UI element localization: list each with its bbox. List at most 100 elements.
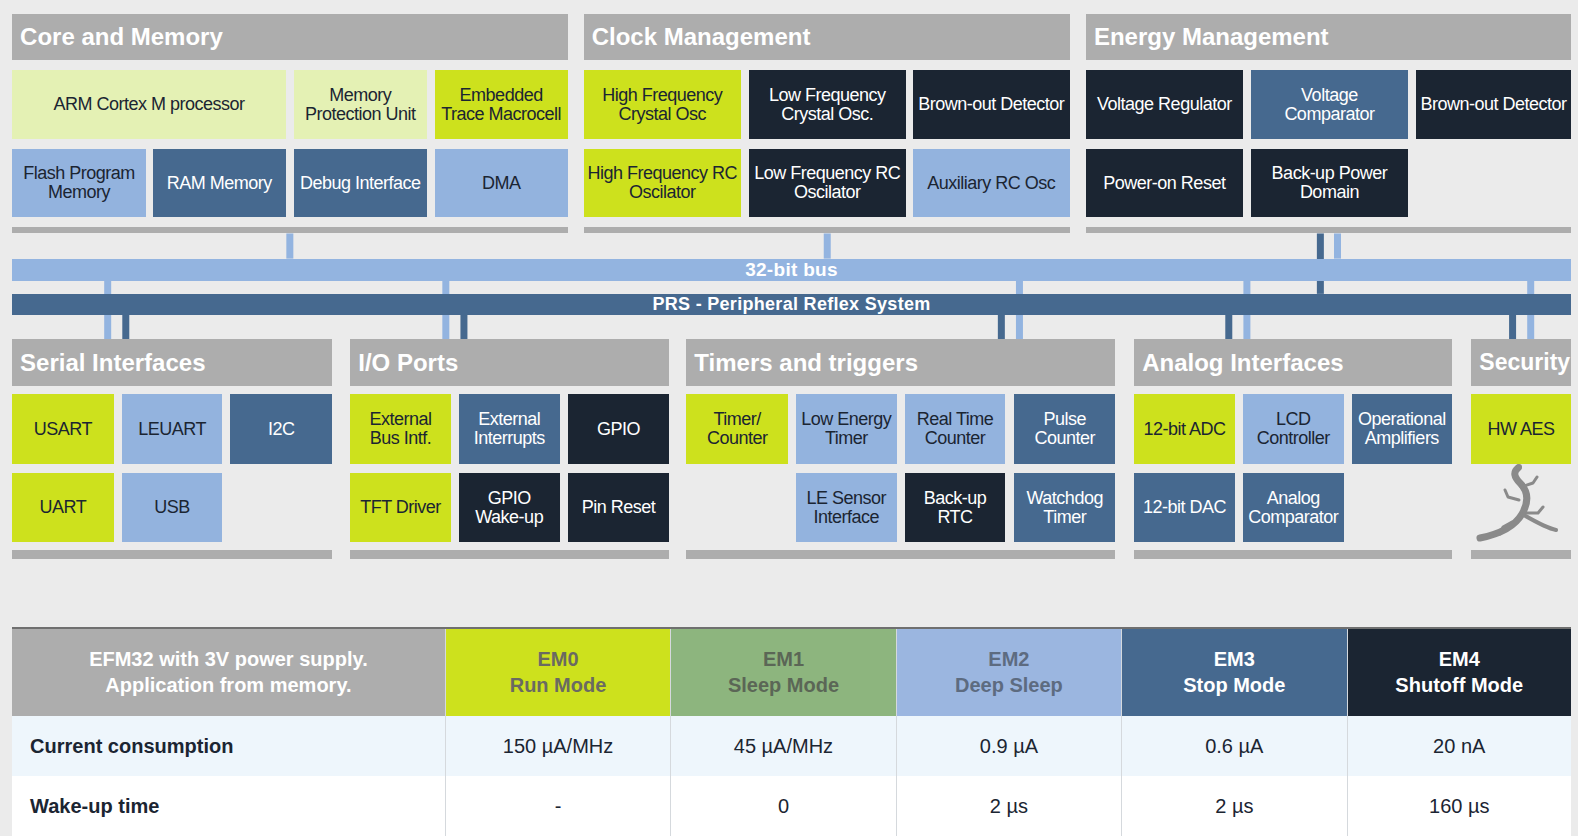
section-panel: Timers and triggersTimer/ CounterLow Ene… xyxy=(686,339,1115,558)
section-heading: Clock Management xyxy=(584,14,1070,60)
section-underline-bar xyxy=(1134,550,1452,558)
peripheral-block: Low Frequency RC Oscilator xyxy=(749,149,906,217)
table-header-text: Shutoff Mode xyxy=(1395,672,1523,698)
peripheral-block: Pin Reset xyxy=(568,473,670,542)
block-label: Analog Comparator xyxy=(1243,489,1344,527)
peripheral-block: LEUART xyxy=(122,394,223,463)
peripheral-block: Real Time Counter xyxy=(905,394,1006,463)
block-label: LE Sensor Interface xyxy=(796,489,897,527)
table-header-text: Deep Sleep xyxy=(955,672,1063,698)
peripheral-block: RAM Memory xyxy=(153,149,286,217)
peripheral-block: Embedded Trace Macrocell xyxy=(435,70,568,138)
block-label: Brown-out Detector xyxy=(913,95,1070,114)
table-header-text: EM2 xyxy=(988,646,1029,672)
block-label: I2C xyxy=(230,420,332,439)
block-label: Watchdog Timer xyxy=(1014,489,1115,527)
table-header-cell: EM1Sleep Mode xyxy=(670,628,895,716)
table-header-text: EM4 xyxy=(1439,646,1480,672)
table-cell: 0.6 µA xyxy=(1121,716,1346,776)
peripheral-block: Timer/ Counter xyxy=(686,394,788,463)
table-cell-text: 20 nA xyxy=(1433,733,1485,759)
peripheral-block: GPIO Wake-up xyxy=(459,473,560,542)
table-cell: 0 xyxy=(670,776,895,836)
peripheral-block: Pulse Counter xyxy=(1014,394,1115,463)
block-label: Low Energy Timer xyxy=(796,410,897,448)
peripheral-block: Low Frequency Crystal Osc. xyxy=(749,70,906,138)
table-cell-text: 45 µA/MHz xyxy=(734,733,833,759)
peripheral-block: Brown-out Detector xyxy=(913,70,1070,138)
table-header-text: EM1 xyxy=(763,646,804,672)
peripheral-block: Voltage Regulator xyxy=(1086,70,1243,138)
table-cell-text: 0.6 µA xyxy=(1205,733,1263,759)
block-label: LEUART xyxy=(122,420,223,439)
section-panel: I/O PortsExternal Bus Intf.External Inte… xyxy=(350,339,669,558)
bus-connector xyxy=(1509,315,1516,339)
section-heading: I/O Ports xyxy=(350,339,669,386)
table-cell-text: 2 µs xyxy=(1215,793,1253,819)
block-label: High Frequency RC Oscilator xyxy=(584,164,741,202)
section-panel: Security HW AES xyxy=(1471,339,1571,558)
table-top-rule xyxy=(12,627,1571,629)
block-label: Pulse Counter xyxy=(1014,410,1115,448)
peripheral-block: Back-up Power Domain xyxy=(1251,149,1408,217)
block-label: External Interrupts xyxy=(459,410,560,448)
table-cell: 160 µs xyxy=(1347,776,1571,836)
table-header-cell: EM0Run Mode xyxy=(445,628,670,716)
section-underline-bar xyxy=(1471,550,1571,558)
peripheral-block: Low Energy Timer xyxy=(796,394,897,463)
table-cell-text: 150 µA/MHz xyxy=(503,733,613,759)
peripheral-block: External Bus Intf. xyxy=(350,394,451,463)
table-header-text: EFM32 with 3V power supply. xyxy=(89,646,368,672)
table-cell: 0.9 µA xyxy=(896,716,1121,776)
block-label: Brown-out Detector xyxy=(1416,95,1571,114)
section-heading: Security xyxy=(1471,339,1571,386)
table-header-text: Stop Mode xyxy=(1183,672,1285,698)
block-label: 12-bit DAC xyxy=(1134,498,1235,517)
section-underline-bar xyxy=(12,550,332,558)
section-underline-bar xyxy=(350,550,669,558)
block-label: Voltage Comparator xyxy=(1251,86,1408,124)
block-label: HW AES xyxy=(1471,420,1571,439)
table-header-cell: EM2Deep Sleep xyxy=(896,628,1121,716)
block-label: GPIO Wake-up xyxy=(459,489,560,527)
table-cell: - xyxy=(445,776,670,836)
table-header-text: Run Mode xyxy=(510,672,607,698)
peripheral-block: TFT Driver xyxy=(350,473,451,542)
table-cell-text: 2 µs xyxy=(990,793,1028,819)
block-label: Voltage Regulator xyxy=(1086,95,1243,114)
section-underline-bar xyxy=(584,227,1070,233)
peripheral-block: 12-bit DAC xyxy=(1134,473,1235,542)
section-heading: Analog Interfaces xyxy=(1134,339,1452,386)
block-label: Pin Reset xyxy=(568,498,670,517)
block-label: Back-up Power Domain xyxy=(1251,164,1408,202)
peripheral-block: Flash Program Memory xyxy=(12,149,146,217)
peripheral-block: GPIO xyxy=(568,394,670,463)
table-cell: 2 µs xyxy=(896,776,1121,836)
section-panel: Serial InterfacesUSARTLEUARTI2CUARTUSB xyxy=(12,339,332,558)
block-label: Flash Program Memory xyxy=(12,164,146,202)
block-label: Low Frequency Crystal Osc. xyxy=(749,86,906,124)
table-header-cell: EFM32 with 3V power supply.Application f… xyxy=(12,628,445,716)
table-cell-text: 160 µs xyxy=(1429,793,1489,819)
peripheral-block: I2C xyxy=(230,394,332,463)
table-cell-text: Wake-up time xyxy=(30,793,159,819)
section-panel: Analog Interfaces12-bit ADCLCD Controlle… xyxy=(1134,339,1452,558)
section-panel: Core and MemoryARM Cortex M processorMem… xyxy=(12,14,568,233)
table-header-text: EM0 xyxy=(537,646,578,672)
table-cell: Current consumption xyxy=(12,716,445,776)
table-cell-text: - xyxy=(555,793,562,819)
bus-connector xyxy=(1334,233,1341,258)
peripheral-block: Back-up RTC xyxy=(905,473,1006,542)
bus-connector xyxy=(460,315,467,339)
peripheral-block: Voltage Comparator xyxy=(1251,70,1408,138)
table-header-text: Application from memory. xyxy=(105,672,351,698)
peripheral-block: High Frequency Crystal Osc xyxy=(584,70,741,138)
section-underline-bar xyxy=(12,227,568,233)
bus-connector xyxy=(824,233,831,258)
section-panel: Clock ManagementHigh Frequency Crystal O… xyxy=(584,14,1070,233)
block-label: LCD Controller xyxy=(1243,410,1344,448)
block-label: Memory Protection Unit xyxy=(294,86,427,124)
peripheral-block: USB xyxy=(122,473,223,542)
table-cell: 45 µA/MHz xyxy=(670,716,895,776)
peripheral-block: Debug Interface xyxy=(294,149,427,217)
